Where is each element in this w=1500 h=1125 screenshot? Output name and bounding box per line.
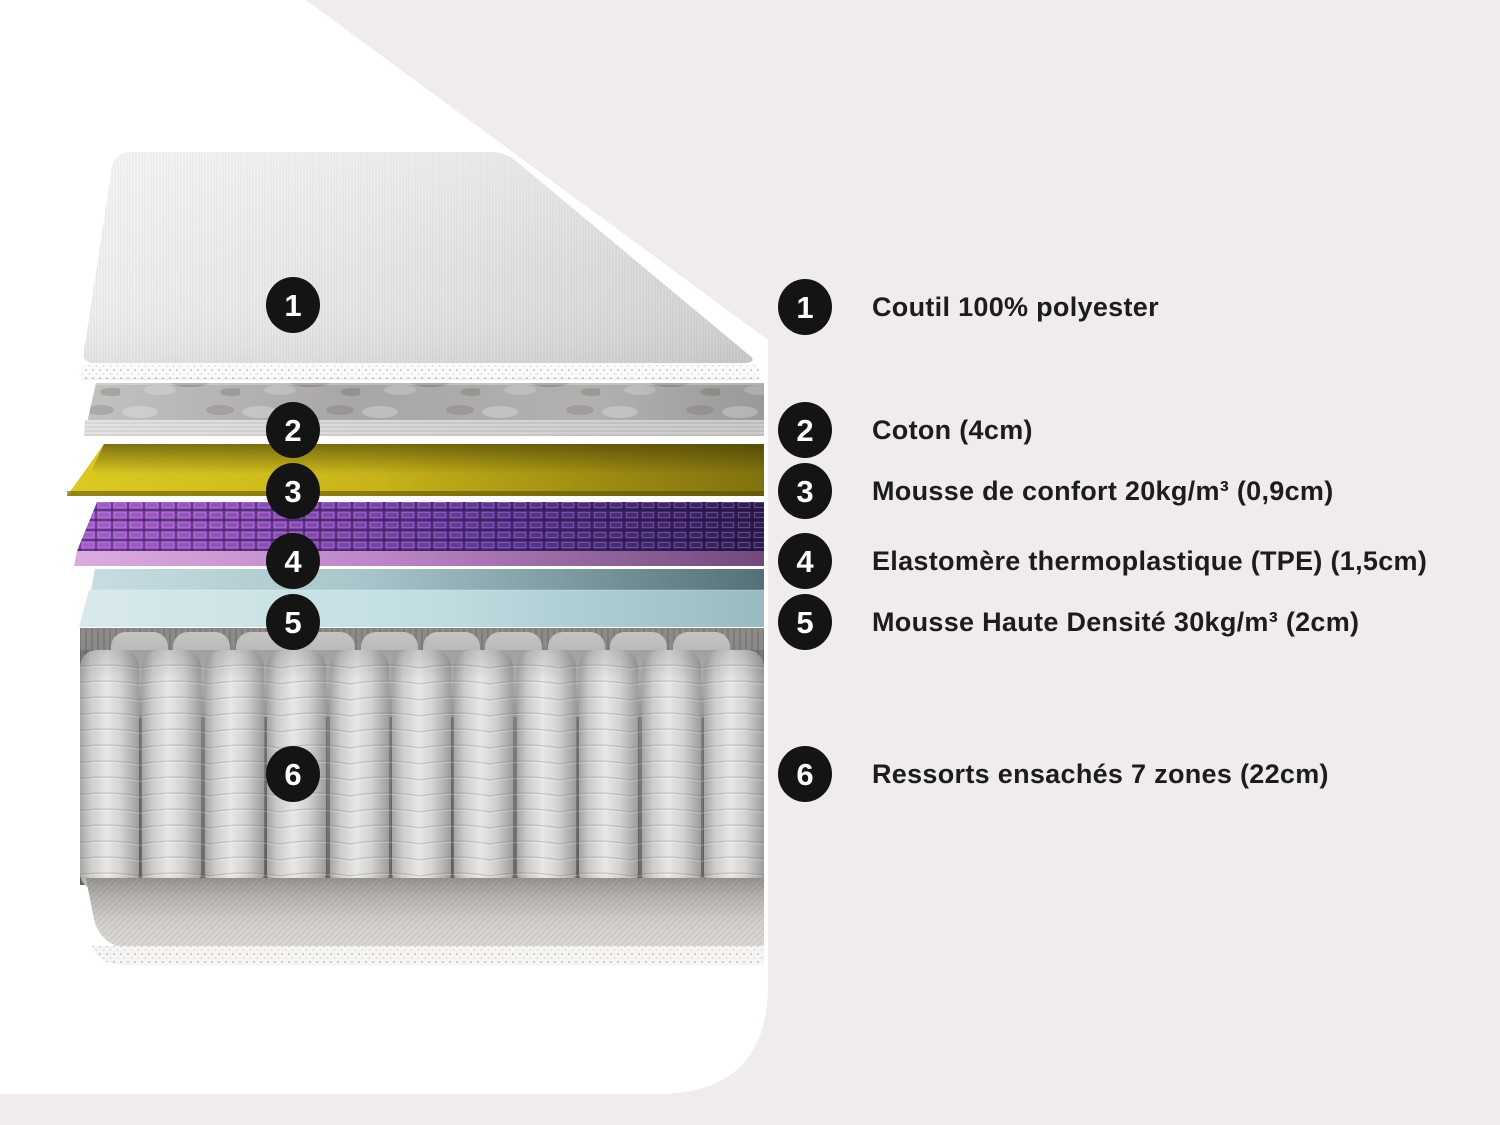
legend-badge-6-number: 6 xyxy=(796,756,814,792)
layer-6-pocket-springs xyxy=(80,628,764,890)
legend-badge-6: 6 xyxy=(778,746,832,802)
marker-5: 5 xyxy=(266,594,320,650)
marker-2: 2 xyxy=(266,402,320,458)
legend-label-4: Elastomère thermoplastique (TPE) (1,5cm) xyxy=(872,545,1428,576)
legend-badge-1-number: 1 xyxy=(796,289,814,325)
legend-item-4: 4 Elastomère thermoplastique (TPE) (1,5c… xyxy=(778,533,1427,589)
legend-label-2: Coton (4cm) xyxy=(872,414,1033,445)
legend-item-6: 6 Ressorts ensachés 7 zones (22cm) xyxy=(778,746,1329,802)
legend-badge-5-number: 5 xyxy=(796,604,814,640)
legend-label-5: Mousse Haute Densité 30kg/m³ (2cm) xyxy=(872,606,1360,637)
legend-item-5: 5 Mousse Haute Densité 30kg/m³ (2cm) xyxy=(778,594,1359,650)
legend-badge-2-number: 2 xyxy=(796,412,814,448)
legend-badge-1: 1 xyxy=(778,279,832,335)
legend-item-3: 3 Mousse de confort 20kg/m³ (0,9cm) xyxy=(778,463,1334,519)
marker-4-number: 4 xyxy=(284,543,302,579)
legend-item-2: 2 Coton (4cm) xyxy=(778,402,1033,458)
layer-3-comfort-foam xyxy=(67,444,764,496)
legend-label-3: Mousse de confort 20kg/m³ (0,9cm) xyxy=(872,475,1334,506)
marker-2-number: 2 xyxy=(284,412,302,448)
legend-badge-4-number: 4 xyxy=(796,543,814,579)
legend-badge-4: 4 xyxy=(778,533,832,589)
legend-badge-2: 2 xyxy=(778,402,832,458)
legend-item-1: 1 Coutil 100% polyester xyxy=(778,279,1159,335)
legend-badge-3: 3 xyxy=(778,463,832,519)
marker-3-number: 3 xyxy=(284,473,302,509)
marker-3: 3 xyxy=(266,463,320,519)
layer-5-high-density-foam xyxy=(79,569,764,627)
layer-4-tpe-elastomer xyxy=(74,502,764,566)
marker-6-number: 6 xyxy=(284,756,302,792)
marker-1-number: 1 xyxy=(284,287,302,323)
layer-1-quilted-cover xyxy=(79,152,761,380)
layer-2-cotton-pad xyxy=(84,383,764,436)
marker-6: 6 xyxy=(266,746,320,802)
marker-5-number: 5 xyxy=(284,604,302,640)
marker-4: 4 xyxy=(266,533,320,589)
mattress-base-cover xyxy=(86,878,764,965)
legend-label-1: Coutil 100% polyester xyxy=(872,291,1159,322)
marker-1: 1 xyxy=(266,277,320,333)
legend-badge-3-number: 3 xyxy=(796,473,814,509)
legend-label-6: Ressorts ensachés 7 zones (22cm) xyxy=(872,758,1329,789)
legend-badge-5: 5 xyxy=(778,594,832,650)
